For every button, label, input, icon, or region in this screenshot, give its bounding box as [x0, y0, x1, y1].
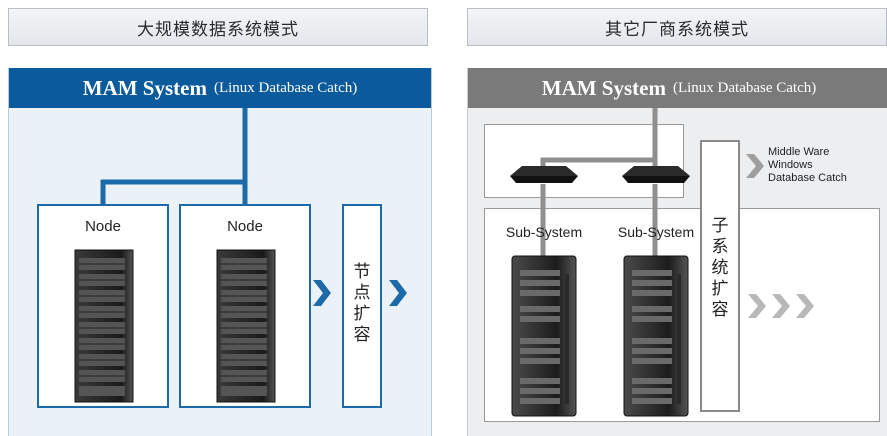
- right-connector-lines: [540, 108, 658, 268]
- node-box-2: Node: [179, 204, 311, 408]
- chevron-right-icon: [313, 280, 331, 306]
- left-diagram-body: MAM System (Linux Database Catch) Node: [8, 68, 432, 436]
- subsystem-expand-box: 子 系 统 扩 容: [700, 140, 740, 412]
- left-connector-lines: [100, 108, 248, 204]
- node-expand-label: 节 点 扩 容: [353, 262, 371, 345]
- server-cabinet-icon: [623, 255, 689, 417]
- server-rack-icon: [216, 249, 276, 403]
- node-label-1: Node: [85, 218, 121, 235]
- left-header: MAM System (Linux Database Catch): [9, 68, 431, 108]
- left-panel: 大规模数据系统模式 MAM System (Linux Database Cat…: [0, 0, 432, 436]
- server-cabinet-icon: [511, 255, 577, 417]
- subsystem-expand-label: 子 系 统 扩 容: [711, 216, 729, 320]
- middleware-note: Middle Ware Windows Database Catch: [768, 146, 847, 184]
- left-tab-title: 大规模数据系统模式: [8, 8, 428, 46]
- node-label-2: Node: [227, 218, 263, 235]
- subsystem-label-1: Sub-System: [505, 224, 583, 240]
- right-diagram-body: MAM System (Linux Database Catch): [467, 68, 887, 436]
- left-header-main: MAM System: [82, 75, 207, 100]
- subsystem-label-2: Sub-System: [617, 224, 695, 240]
- chevron-right-icon: [389, 280, 407, 306]
- node-expand-box: 节 点 扩 容: [342, 204, 382, 408]
- triple-chevron-right-icon: [748, 294, 814, 318]
- right-tab-title: 其它厂商系统模式: [467, 8, 887, 46]
- right-header-main: MAM System: [541, 75, 666, 100]
- left-header-sub: (Linux Database Catch): [213, 79, 358, 96]
- node-box-1: Node: [37, 204, 169, 408]
- server-rack-icon: [74, 249, 134, 403]
- right-panel: 其它厂商系统模式 MAM System (Linux Database Catc…: [459, 0, 887, 436]
- chevron-right-icon: [746, 154, 764, 178]
- right-header-sub: (Linux Database Catch): [672, 79, 817, 96]
- right-header: MAM System (Linux Database Catch): [468, 68, 887, 108]
- network-switch-icon: [510, 166, 578, 183]
- network-switch-icon: [622, 166, 690, 183]
